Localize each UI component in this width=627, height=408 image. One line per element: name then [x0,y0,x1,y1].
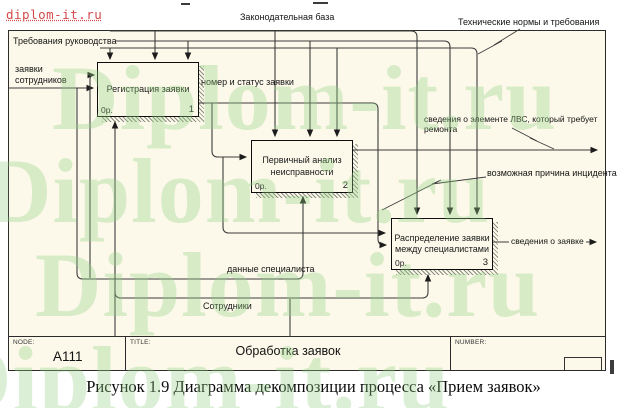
activity-title: Распределение заявки между специалистами [394,232,490,254]
scan-artifact [181,3,190,5]
activity-call-label: 0р. [255,181,267,191]
scan-artifact [313,2,328,4]
figure-caption: Рисунок 1.9 Диаграмма декомпозиции проце… [86,377,541,396]
activity-call-label: 0р. [101,105,113,115]
activity-title: Первичный анализ неисправности [262,155,342,177]
label-request-info: сведения о заявке [509,236,586,247]
title-label: TITLE: [130,339,151,346]
watermark-red: diplom-it.ru [6,7,103,22]
activity-call-label: 0р. [395,258,407,268]
activity-box-analysis: Первичный анализ неисправности 0р. 2 [251,140,353,193]
number-cell: NUMBER: [451,337,605,370]
activity-box-distribution: Распределение заявки между специалистами… [391,218,493,270]
diagram-footer-bar: NODE: A111 TITLE: Обработка заявок NUMBE… [9,336,605,370]
activity-number: 2 [342,180,348,191]
number-label: NUMBER: [455,339,487,346]
label-staff-requests: заявки сотрудников [15,64,67,85]
label-management-requirements: Требования руководства [13,36,117,46]
activity-number: 3 [482,257,488,268]
title-cell: TITLE: Обработка заявок [126,337,451,370]
node-value: A111 [53,349,83,364]
number-box [564,357,602,370]
node-label: NODE: [13,339,35,346]
scan-artifact [610,360,614,374]
label-lvs-info: сведения о элементе ЛВС, который требует… [424,114,598,135]
label-tech-norms: Технические нормы и требования [458,17,600,27]
label-incident-cause: возможная причина инцидента [487,168,617,178]
activity-title: Регистрация заявки [106,83,190,94]
label-specialist-data: данные специалиста [227,264,315,274]
activity-box-register: Регистрация заявки 0р. 1 [97,62,199,117]
label-staff: Сотрудники [203,301,252,311]
label-legal-base: Законодательная база [240,12,335,22]
node-cell: NODE: A111 [9,337,126,370]
activity-number: 1 [188,104,194,115]
label-number-status: номер и статус заявки [201,77,294,87]
diagram-title: Обработка заявок [235,344,341,358]
